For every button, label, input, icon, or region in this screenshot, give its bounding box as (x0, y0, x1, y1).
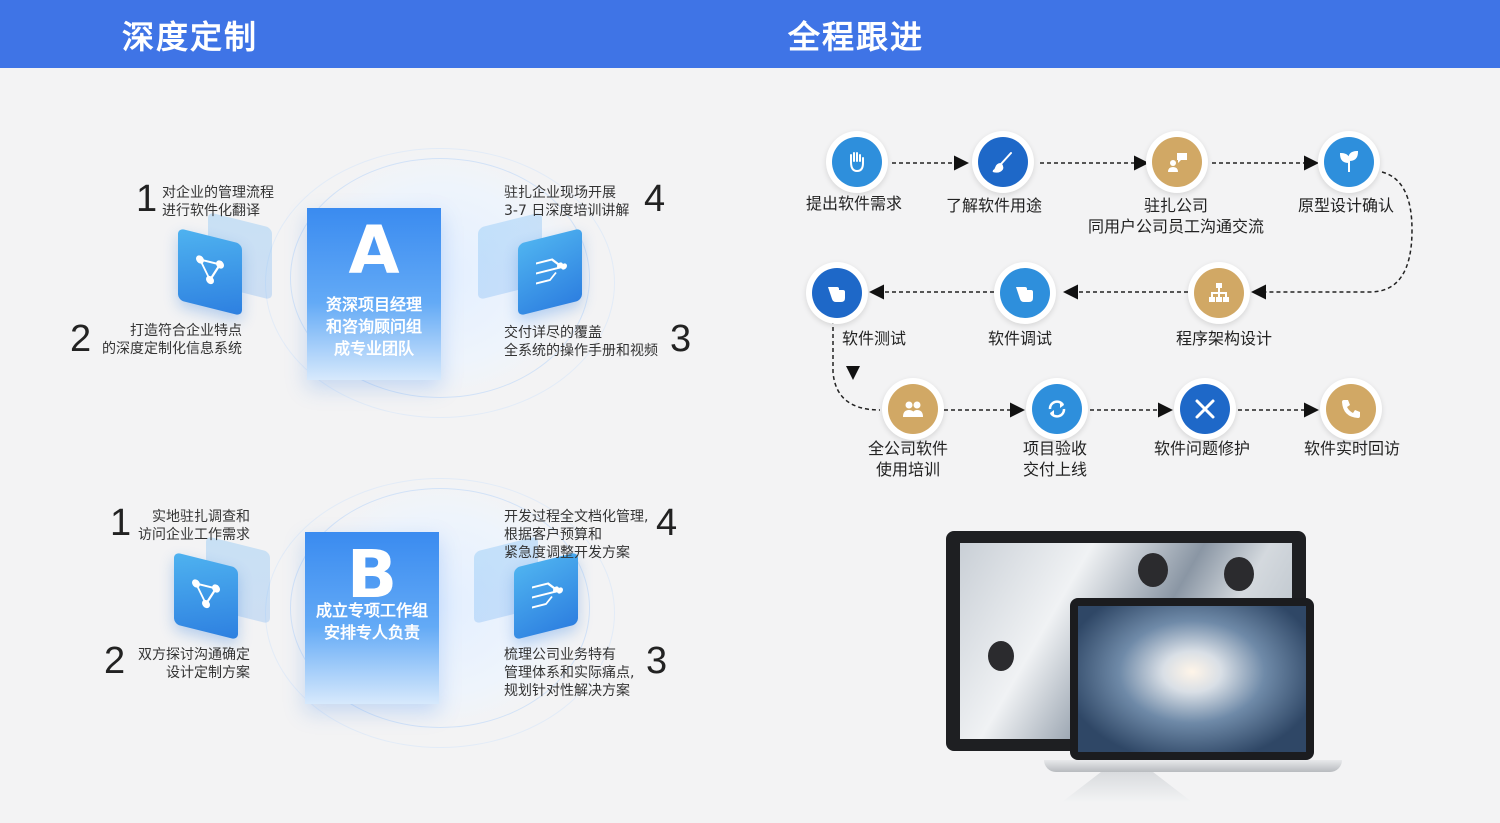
item-text: 实地驻扎调查和访问企业工作需求 (138, 509, 250, 543)
item-text: 开发过程全文档化管理,根据客户预算和紧急度调整开发方案 (504, 509, 649, 561)
item-number: 4 (656, 502, 678, 544)
pointer-hand-icon (1016, 287, 1033, 302)
pointer-hand-icon (828, 287, 845, 302)
circuit-tile (518, 228, 582, 316)
flow-step-4 (1318, 131, 1380, 193)
sprout-icon (1339, 150, 1359, 172)
flow-label: 程序架构设计 (1176, 329, 1273, 348)
card-letter: B (346, 536, 398, 613)
item-number: 3 (670, 318, 692, 360)
item-number: 4 (644, 178, 666, 220)
flow-step-10 (1174, 378, 1236, 440)
card-b: B 成立专项工作组 安排专人负责 (305, 532, 439, 704)
flow-step-1 (826, 131, 888, 193)
item-number: 3 (646, 640, 668, 682)
flow-step-7 (806, 262, 868, 324)
flow-label: 软件测试 (842, 329, 907, 348)
tools-icon (1195, 399, 1215, 419)
server-room-photo (1078, 606, 1306, 752)
chat-person-icon (1168, 153, 1187, 172)
flow-step-8 (882, 378, 944, 440)
flow-step-3 (1146, 131, 1208, 193)
laptop (1070, 598, 1314, 760)
circuit-icon (532, 582, 563, 609)
item-text: 梳理公司业务特有管理体系和实际痛点,规划针对性解决方案 (504, 647, 635, 699)
section-title-follow: 全程跟进 (788, 18, 925, 56)
item-text: 交付详尽的覆盖全系统的操作手册和视频 (504, 325, 658, 359)
molecule-icon (196, 255, 224, 285)
halo-ring (265, 148, 615, 418)
flow-step-11 (1320, 378, 1382, 440)
flow-step-9 (1026, 378, 1088, 440)
section-title-custom: 深度定制 (122, 18, 259, 56)
flow-step-2 (972, 131, 1034, 193)
panel-a: A 资深项目经理 和咨询顾问组 成专业团队 1 对企业的管理流程进行软件化翻译 … (60, 140, 720, 418)
halo-ring (265, 478, 615, 748)
card-letter: A (348, 212, 400, 289)
circuit-icon (536, 258, 567, 285)
refresh-icon (1048, 400, 1066, 418)
flow-label: 软件问题修护 (1154, 439, 1251, 458)
phone-icon (1342, 400, 1360, 418)
molecule-tile (178, 228, 242, 316)
item-text: 对企业的管理流程进行软件化翻译 (162, 185, 274, 219)
panel-b: B 成立专项工作组 安排专人负责 1 实地驻扎调查和访问企业工作需求 2 双方探… (60, 470, 720, 748)
item-number: 1 (110, 502, 132, 544)
hierarchy-icon (1209, 283, 1229, 302)
flow-label: 了解软件用途 (946, 196, 1043, 215)
flow-label: 提出软件需求 (806, 194, 903, 213)
laptop-base (1044, 760, 1342, 772)
item-text: 双方探讨沟通确定设计定制方案 (138, 647, 250, 681)
group-icon (903, 401, 923, 417)
flow-label: 原型设计确认 (1298, 196, 1395, 215)
card-text: 资深项目经理 和咨询顾问组 成专业团队 (325, 295, 422, 358)
header-bar: 深度定制 全程跟进 (0, 0, 1500, 68)
item-number: 2 (104, 640, 126, 682)
flow-label: 软件调试 (988, 329, 1053, 348)
item-number: 1 (136, 178, 158, 220)
item-number: 2 (70, 318, 92, 360)
molecule-tile (174, 552, 238, 640)
halo-ring (290, 158, 590, 398)
card-text: 成立专项工作组 安排专人负责 (315, 601, 428, 642)
flow-step-5 (1188, 262, 1250, 324)
flow-label: 全公司软件使用培训 (867, 439, 948, 479)
brush-icon (992, 152, 1012, 173)
circuit-tile (514, 552, 578, 640)
flow-step-6 (994, 262, 1056, 324)
card-a: A 资深项目经理 和咨询顾问组 成专业团队 (307, 208, 441, 380)
flow-label: 项目验收交付上线 (1022, 439, 1087, 479)
flow-label: 软件实时回访 (1304, 439, 1401, 458)
flow-label: 驻扎公司同用户公司员工沟通交流 (1087, 196, 1264, 236)
hand-icon (850, 152, 864, 173)
halo-ring (290, 488, 590, 728)
molecule-icon (192, 579, 220, 609)
item-text: 打造符合企业特点的深度定制化信息系统 (102, 323, 242, 357)
